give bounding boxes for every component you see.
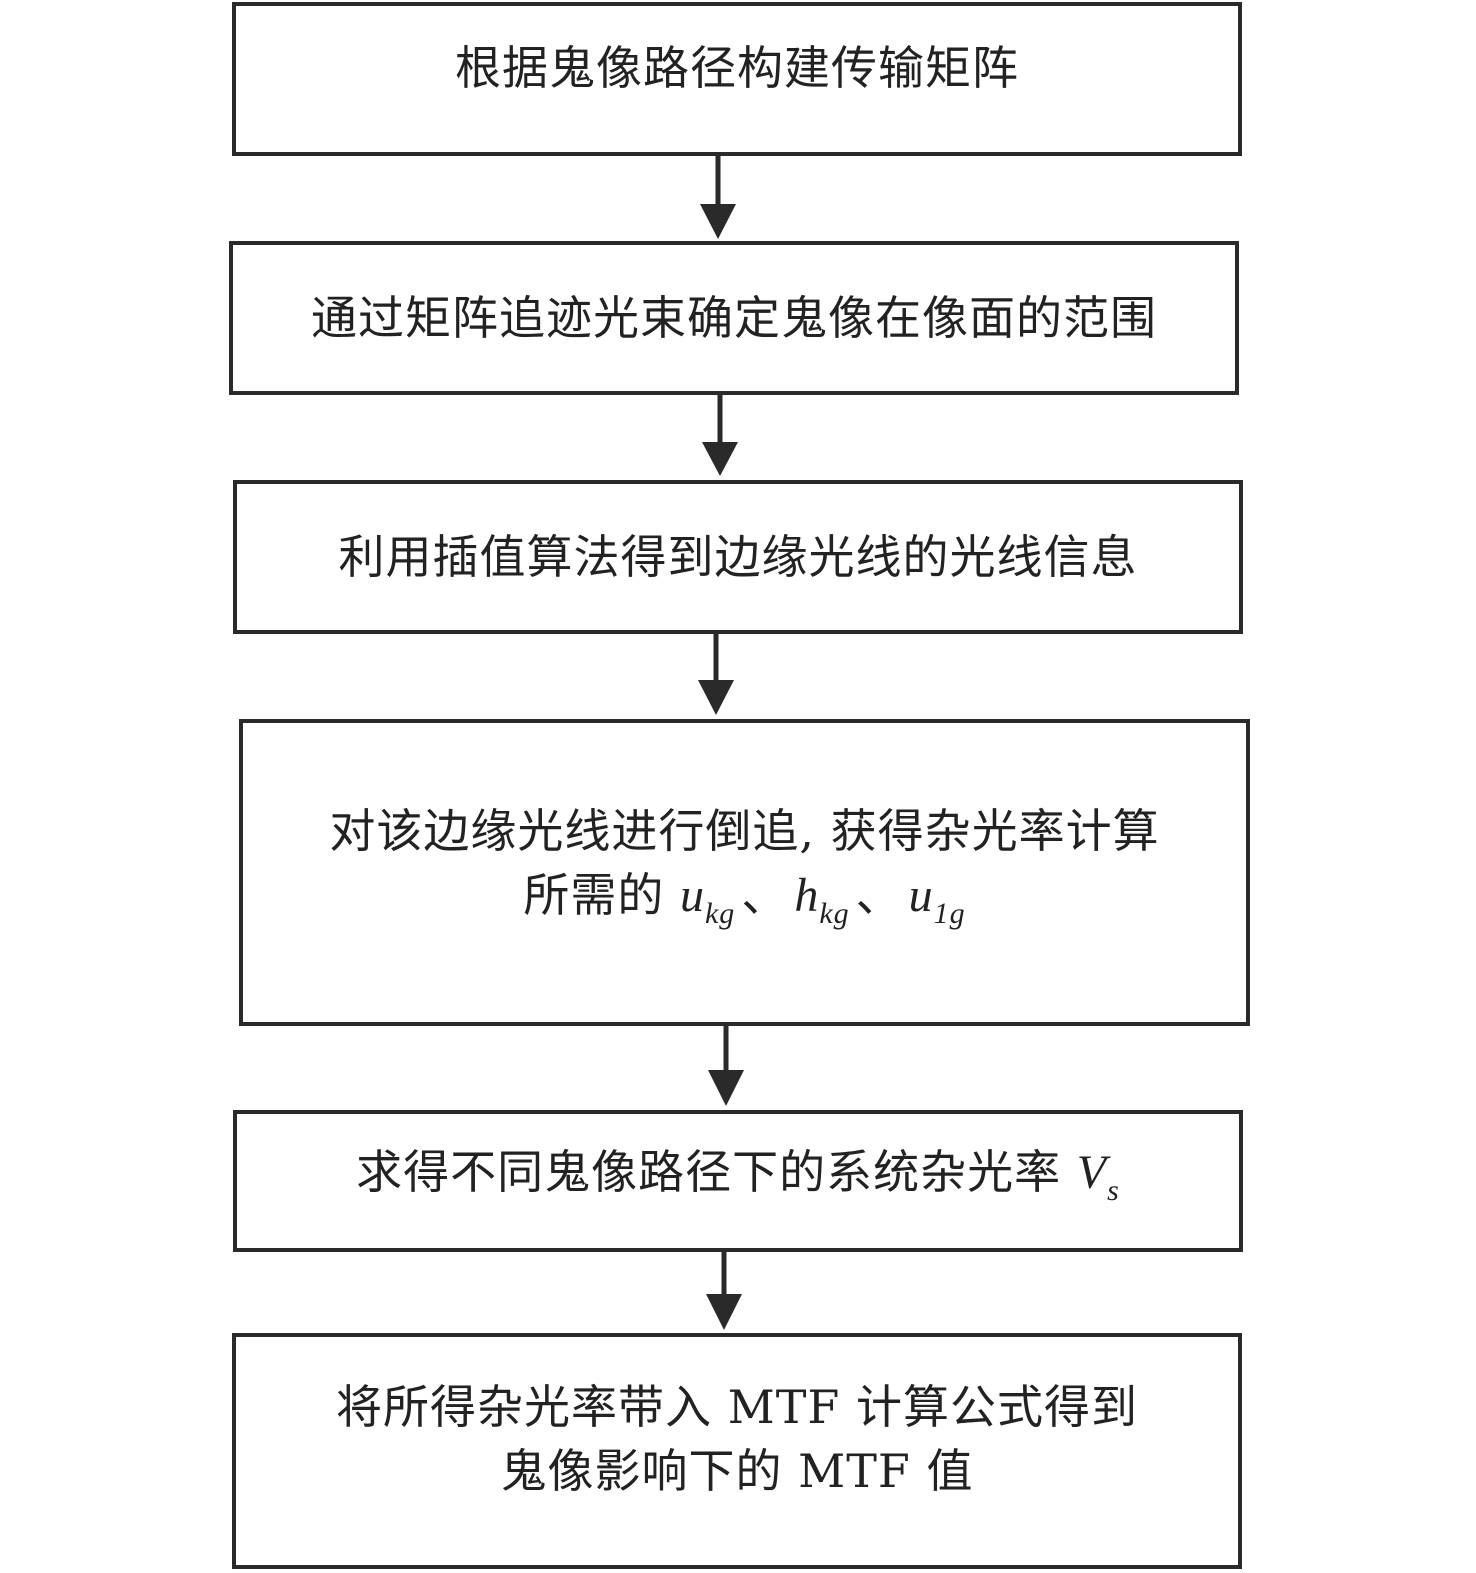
- step-6-box: 将所得杂光率带入 MTF 计算公式得到 鬼像影响下的 MTF 值: [232, 1333, 1242, 1569]
- arrow-3-to-4: [698, 634, 734, 715]
- step-6-text-line1: 将所得杂光率带入 MTF 计算公式得到: [336, 1380, 1138, 1434]
- step-3-text: 利用插值算法得到边缘光线的光线信息: [338, 530, 1138, 584]
- step-2-box: 通过矩阵追迹光束确定鬼像在像面的范围: [229, 241, 1239, 395]
- separator: 、: [855, 868, 903, 922]
- step-5-box: 求得不同鬼像路径下的系统杂光率 Vs: [233, 1110, 1243, 1252]
- var-u-1g: u1g: [908, 869, 966, 930]
- step-6-text-line2: 鬼像影响下的 MTF 值: [500, 1444, 974, 1498]
- arrow-1-to-2: [700, 156, 736, 239]
- var-h-kg: hkg: [794, 869, 850, 930]
- step-2-text: 通过矩阵追迹光束确定鬼像在像面的范围: [311, 291, 1157, 345]
- var-u-kg: ukg: [679, 869, 736, 930]
- var-v-s: Vs: [1076, 1145, 1120, 1207]
- step-4-box: 对该边缘光线进行倒追, 获得杂光率计算 所需的 ukg、hkg、u1g: [239, 719, 1250, 1026]
- step-4-text-line2: 所需的 ukg、hkg、u1g: [523, 863, 965, 946]
- separator: 、: [741, 868, 789, 922]
- arrow-4-to-5: [708, 1026, 744, 1106]
- arrow-2-to-3: [702, 395, 738, 476]
- step-5-text: 求得不同鬼像路径下的系统杂光率 Vs: [356, 1144, 1120, 1207]
- step-4-prefix: 所需的: [523, 868, 665, 922]
- step-1-text: 根据鬼像路径构建传输矩阵: [455, 41, 1019, 95]
- step-4-text-line1: 对该边缘光线进行倒追, 获得杂光率计算: [329, 804, 1160, 858]
- step-3-box: 利用插值算法得到边缘光线的光线信息: [233, 480, 1243, 634]
- step-1-box: 根据鬼像路径构建传输矩阵: [232, 2, 1242, 156]
- arrow-5-to-6: [706, 1252, 742, 1330]
